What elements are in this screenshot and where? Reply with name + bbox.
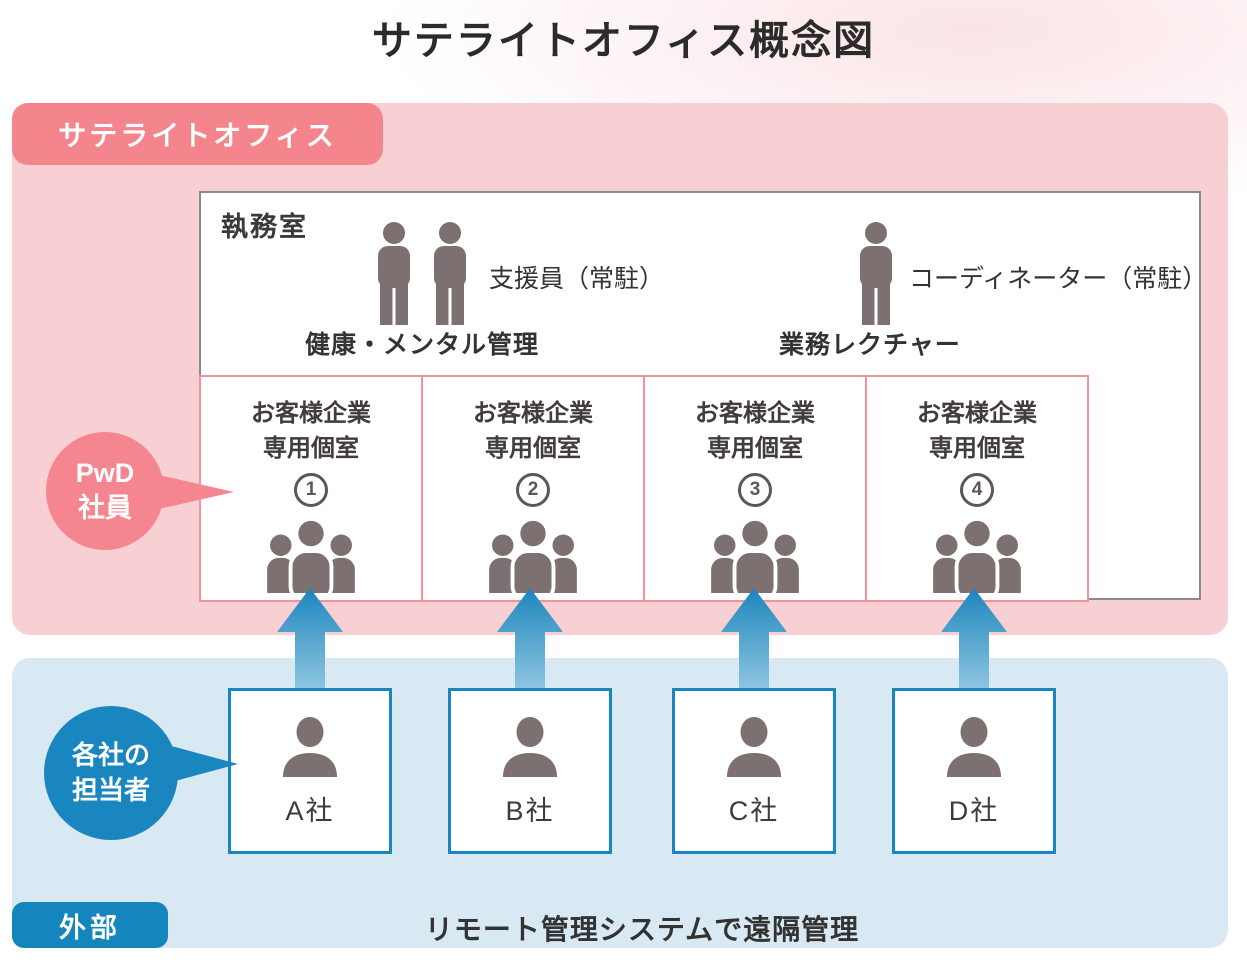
satellite-office-tab-label: サテライトオフィス — [58, 120, 337, 151]
room-line1: お客様企業 — [251, 400, 371, 427]
company-label: A社 — [285, 796, 335, 826]
standing-person-icon — [434, 222, 466, 325]
representatives-bubble: 各社の 担当者 — [44, 706, 178, 840]
company-box-a: A社 — [228, 688, 392, 854]
up-arrow-icon — [277, 588, 343, 690]
person-bust-icon — [727, 717, 781, 777]
room-number-badge: 4 — [960, 472, 994, 507]
pwd-bubble-line2: 社員 — [78, 493, 132, 523]
company-box-b: B社 — [448, 688, 612, 854]
coordinator-label: コーディネーター（常駐） — [909, 265, 1208, 293]
room-line2: 専用個室 — [707, 434, 803, 462]
person-bust-icon — [283, 717, 337, 777]
support-staff-label: 支援員（常駐） — [489, 265, 665, 293]
rep-bubble-line2: 担当者 — [71, 775, 150, 805]
satellite-office-tab: サテライトオフィス — [12, 103, 383, 165]
support-staff-icons — [371, 221, 473, 325]
coordinator-icon-wrap — [853, 221, 899, 330]
people-group-icon — [489, 516, 577, 593]
company-label: C社 — [728, 796, 780, 826]
up-arrow-icon — [721, 588, 787, 690]
office-room-label: 執務室 — [221, 212, 308, 242]
office-room-box: 執務室 支援員（常駐） 健康・メンタル管理 コーディネーター（常駐） 業務レクチ… — [199, 191, 1208, 602]
pwd-bubble-tail — [150, 473, 234, 511]
room-cell-2: お客様企業 専用個室 2 — [421, 375, 645, 602]
standing-person-icon — [378, 222, 410, 325]
page-title: サテライトオフィス概念図 — [371, 19, 876, 63]
room-line2: 専用個室 — [263, 434, 359, 462]
room-cell-3: お客様企業 専用個室 3 — [643, 375, 867, 602]
pwd-employees-bubble: PwD 社員 — [46, 432, 164, 550]
people-group-icon — [933, 516, 1021, 593]
person-bust-icon — [947, 717, 1001, 777]
room-number-badge: 3 — [738, 472, 772, 507]
company-box-c: C社 — [672, 688, 836, 854]
remote-management-caption: リモート管理システムで遠隔管理 — [424, 914, 860, 945]
health-mental-label: 健康・メンタル管理 — [305, 331, 540, 359]
room-line2: 専用個室 — [929, 434, 1025, 462]
standing-person-icon — [860, 222, 892, 325]
room-number-badge: 1 — [294, 472, 328, 507]
room-line1: お客様企業 — [695, 400, 815, 427]
private-rooms-row: お客様企業 専用個室 1 お客様企業 専用個室 2 お客様企業 専用個室 3 — [199, 375, 1089, 602]
rep-bubble-line1: 各社の — [71, 739, 150, 770]
people-group-icon — [711, 516, 799, 593]
external-tab: 外部 — [12, 902, 168, 948]
up-arrow-icon — [497, 588, 563, 690]
room-cell-1: お客様企業 専用個室 1 — [199, 375, 423, 602]
room-line1: お客様企業 — [917, 400, 1037, 427]
up-arrow-icon — [941, 588, 1007, 690]
business-lecture-label: 業務レクチャー — [779, 331, 961, 359]
company-box-d: D社 — [892, 688, 1056, 854]
room-cell-4: お客様企業 専用個室 4 — [865, 375, 1089, 602]
pwd-bubble-line1: PwD — [75, 457, 135, 488]
company-label: D社 — [948, 796, 1000, 826]
room-line1: お客様企業 — [473, 400, 593, 427]
external-tab-label: 外部 — [59, 912, 121, 943]
company-label: B社 — [505, 796, 555, 826]
person-bust-icon — [503, 717, 557, 777]
room-number-badge: 2 — [516, 472, 550, 507]
room-line2: 専用個室 — [485, 434, 581, 462]
people-group-icon — [267, 516, 355, 593]
